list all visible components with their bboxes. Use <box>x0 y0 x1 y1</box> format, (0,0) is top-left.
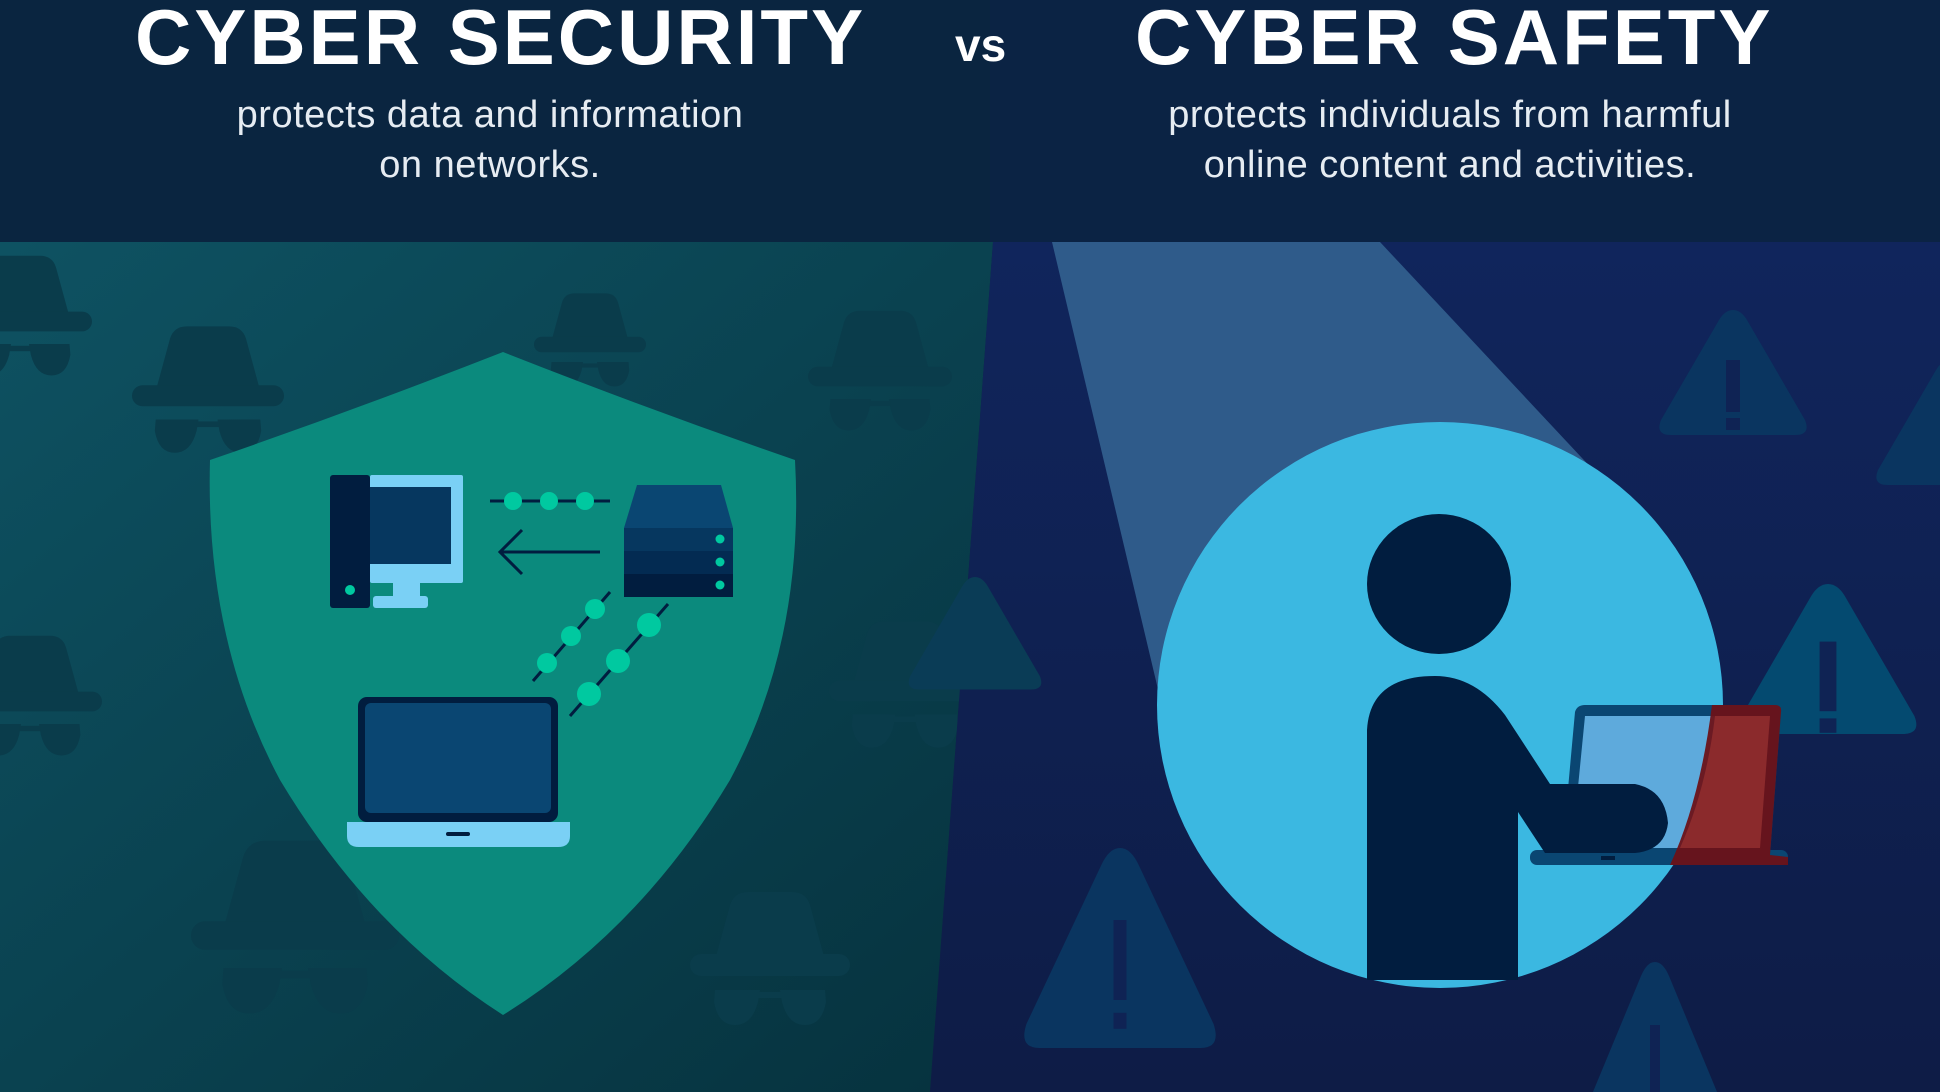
cyber-safety-description-line1: protects individuals from harmful <box>1168 94 1732 136</box>
vs-label: vs <box>955 19 1007 71</box>
server-icon <box>624 485 733 597</box>
warning-triangle-icon-pattern <box>908 310 1940 1092</box>
header: CYBER SECURITY vs CYBER SAFETY protects … <box>0 0 1940 240</box>
cyber-security-title: CYBER SECURITY <box>135 0 867 81</box>
laptop-icon <box>1530 705 1788 865</box>
desktop-computer-icon <box>330 475 463 608</box>
cyber-security-description-line1: protects data and information <box>236 94 744 136</box>
arrow-left-icon <box>497 528 600 576</box>
data-transfer-dots <box>490 492 610 510</box>
network-link-dots <box>531 591 670 717</box>
cyber-security-description: protects data and information on network… <box>150 90 830 190</box>
cyber-safety-description-line2: online content and activities. <box>1203 144 1697 186</box>
cyber-safety-title: CYBER SAFETY <box>1135 0 1774 81</box>
laptop-icon-security <box>347 697 570 847</box>
right-panel-cyber-safety <box>908 242 1940 1092</box>
cyber-safety-description: protects individuals from harmful online… <box>1080 90 1820 190</box>
person-icon <box>1367 514 1668 980</box>
cyber-security-description-line2: on networks. <box>379 144 601 186</box>
